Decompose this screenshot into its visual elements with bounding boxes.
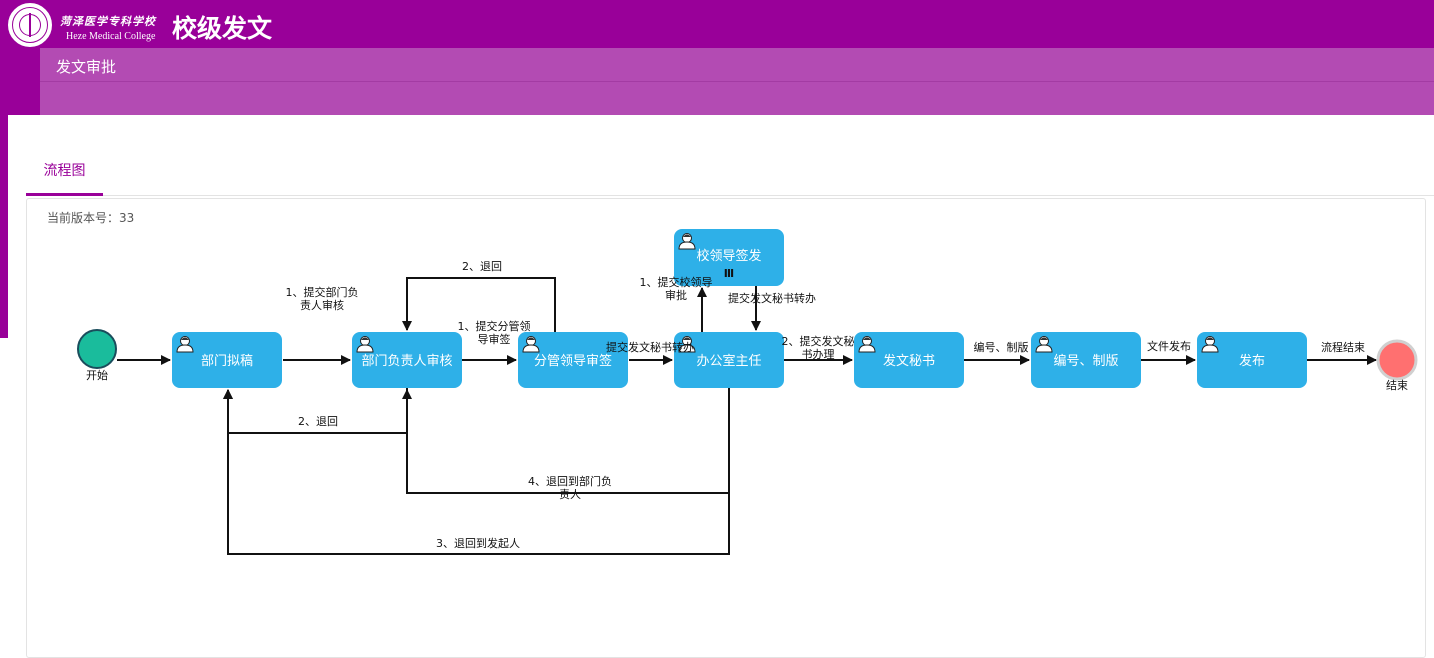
end-event[interactable]	[1376, 339, 1418, 381]
version-info: 当前版本号：33	[47, 209, 134, 226]
task-node-n7[interactable]: 编号、制版	[1031, 332, 1141, 388]
task-node-n3[interactable]: 分管领导审签	[518, 332, 628, 388]
start-event-label: 开始	[86, 368, 108, 382]
edge-label-e3-line2: 导审签	[478, 332, 511, 346]
workflow-diagram: 开始 结束 部门拟稿 部门负责人审核 分管领导审签 办公室主任 校领导签发 Ⅲ …	[77, 229, 1418, 555]
task-node-n5-label: 校领导签发	[696, 248, 761, 264]
task-node-n2[interactable]: 部门负责人审核	[352, 332, 462, 388]
edge-label-e10: 3、退回到发起人	[436, 536, 520, 550]
page-title: 发文审批	[56, 58, 117, 76]
version-label: 当前版本号：	[47, 211, 120, 225]
edge-n3-back-to-n2	[402, 277, 556, 332]
school-logo	[8, 3, 52, 47]
app-title: 校级发文	[172, 14, 273, 43]
tab-active-indicator	[26, 193, 103, 196]
edge-label-e1-line2: 责人审核	[300, 298, 344, 312]
tab-flowchart-label: 流程图	[43, 163, 86, 179]
task-node-n6[interactable]: 发文秘书	[854, 332, 964, 388]
start-event[interactable]	[77, 329, 117, 369]
multi-instance-badge: Ⅲ	[724, 267, 734, 280]
task-node-n4[interactable]: 办公室主任	[674, 332, 784, 388]
tab-flowchart[interactable]: 流程图	[26, 158, 103, 196]
task-node-n8[interactable]: 发布	[1197, 332, 1307, 388]
tab-divider	[103, 195, 1434, 196]
edge-label-e3-line1: 1、提交分管领	[458, 319, 531, 333]
edge-label-e6-line2: 审批	[665, 288, 687, 302]
edge-label-e12: 文件发布	[1147, 339, 1191, 353]
edge-label-e8-line2: 书办理	[802, 348, 835, 361]
task-node-n1[interactable]: 部门拟稿	[172, 332, 282, 388]
edge-n4-back-to-n1	[223, 388, 730, 555]
edge-label-e4: 2、退回	[298, 415, 338, 428]
task-node-n5[interactable]: 校领导签发 Ⅲ	[674, 229, 784, 286]
sub-header-bar: 发文审批	[40, 48, 1434, 115]
edge-label-e13: 流程结束	[1321, 340, 1365, 354]
task-node-n7-label: 编号、制版	[1053, 354, 1118, 369]
edge-label-e9-line1: 4、退回到部门负	[528, 474, 612, 488]
edge-label-e1-line1: 1、提交部门负	[286, 285, 359, 299]
school-name-en: Heze Medical College	[66, 31, 156, 42]
task-node-n3-label: 分管领导审签	[534, 353, 612, 369]
left-accent-block	[8, 48, 40, 115]
edge-label-e2: 2、退回	[462, 260, 502, 273]
edge-label-e6-line1: 1、提交校领导	[640, 275, 713, 289]
task-node-n8-label: 发布	[1239, 353, 1265, 369]
edge-label-e5: 提交发文秘书转办	[606, 340, 694, 354]
edge-label-e9-line2: 责人	[559, 488, 581, 501]
edge-label-e7: 提交发文秘书转办	[728, 291, 816, 305]
edge-label-e11: 编号、制版	[974, 340, 1029, 354]
task-node-n4-label: 办公室主任	[696, 353, 761, 369]
top-header-bar: 菏泽医学专科学校 Heze Medical College 校级发文	[0, 0, 1434, 48]
task-node-n6-label: 发文秘书	[883, 353, 935, 369]
end-event-label: 结束	[1386, 379, 1408, 392]
task-node-n2-label: 部门负责人审核	[361, 354, 452, 369]
edge-label-e8-line1: 2、提交发文秘	[782, 334, 855, 348]
version-value: 33	[119, 211, 135, 225]
task-node-n1-label: 部门拟稿	[201, 353, 253, 369]
left-accent-strip	[0, 48, 8, 338]
school-name-cn: 菏泽医学专科学校	[60, 15, 156, 28]
